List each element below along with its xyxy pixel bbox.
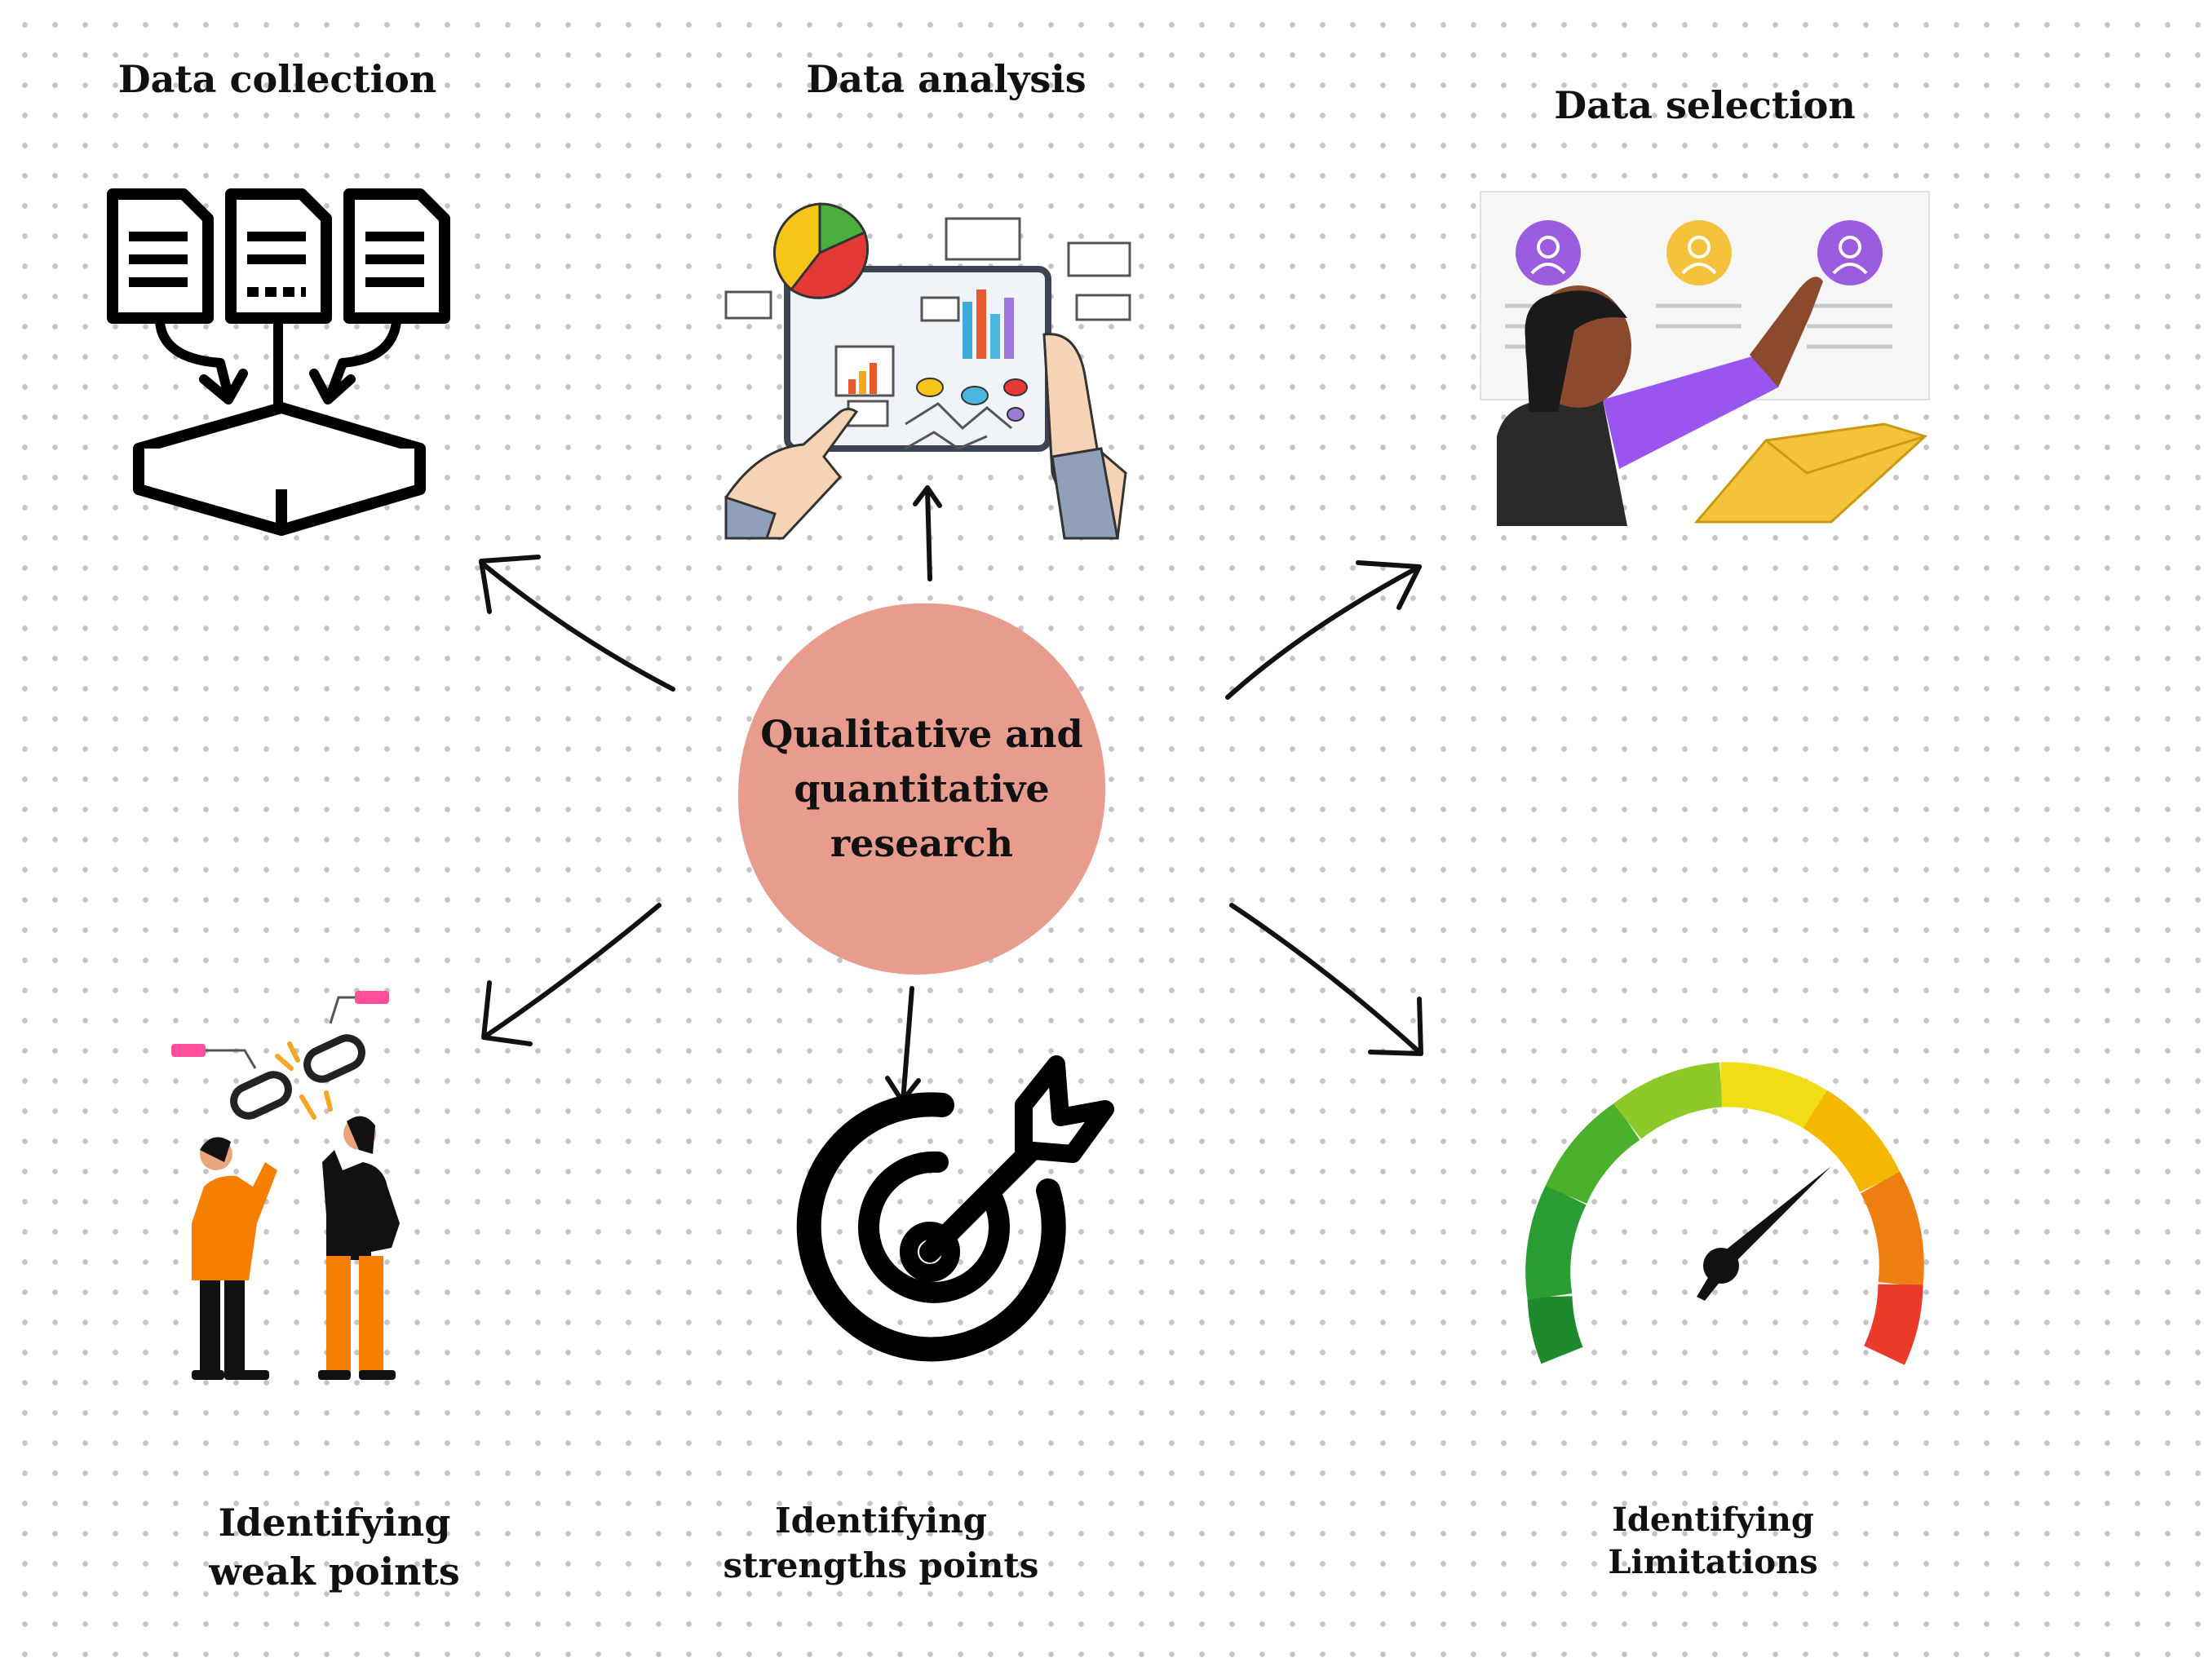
weak-points-label: Identifying weak points [163,1499,506,1597]
strength-points-label-line-2: strengths points [723,1545,1039,1585]
limitations-label-line-2: Limitations [1608,1543,1818,1581]
weak-points-label-line-2: weak points [209,1549,460,1594]
arrow-to-limitations [1229,903,1423,1056]
data-selection-label: Data selection [1554,83,1856,127]
weak-points-label-line-1: Identifying [218,1501,451,1545]
data-collection-label: Data collection [117,57,437,101]
center-text-line-2: quantitative [794,767,1050,811]
person-selecting-profile-icon [1480,191,1930,526]
center-node-text: Qualitative and quantitative research [760,707,1082,870]
arrow-to-data-collection [479,555,675,692]
arrow-to-data-selection [1225,560,1422,700]
gauge-meter-icon [1525,1062,1924,1365]
documents-to-box-icon [107,188,450,536]
broken-chain-icon [171,991,400,1380]
limitations-label-line-1: Identifying [1612,1501,1814,1539]
data-analysis-label: Data analysis [806,57,1087,101]
center-node: Qualitative and quantitative research [738,603,1105,975]
strength-points-label: Identifying strengths points [701,1499,1060,1588]
arrow-to-data-analysis [913,485,942,581]
center-text-line-1: Qualitative and [760,712,1083,757]
tablet-charts-analysis-icon [724,202,1131,540]
limitations-label: Identifying Limitations [1550,1499,1876,1584]
strength-points-label-line-1: Identifying [775,1501,987,1541]
center-text-line-3: research [830,820,1014,865]
arrow-to-weak-points [481,903,662,1046]
target-arrow-icon [796,1055,1114,1362]
